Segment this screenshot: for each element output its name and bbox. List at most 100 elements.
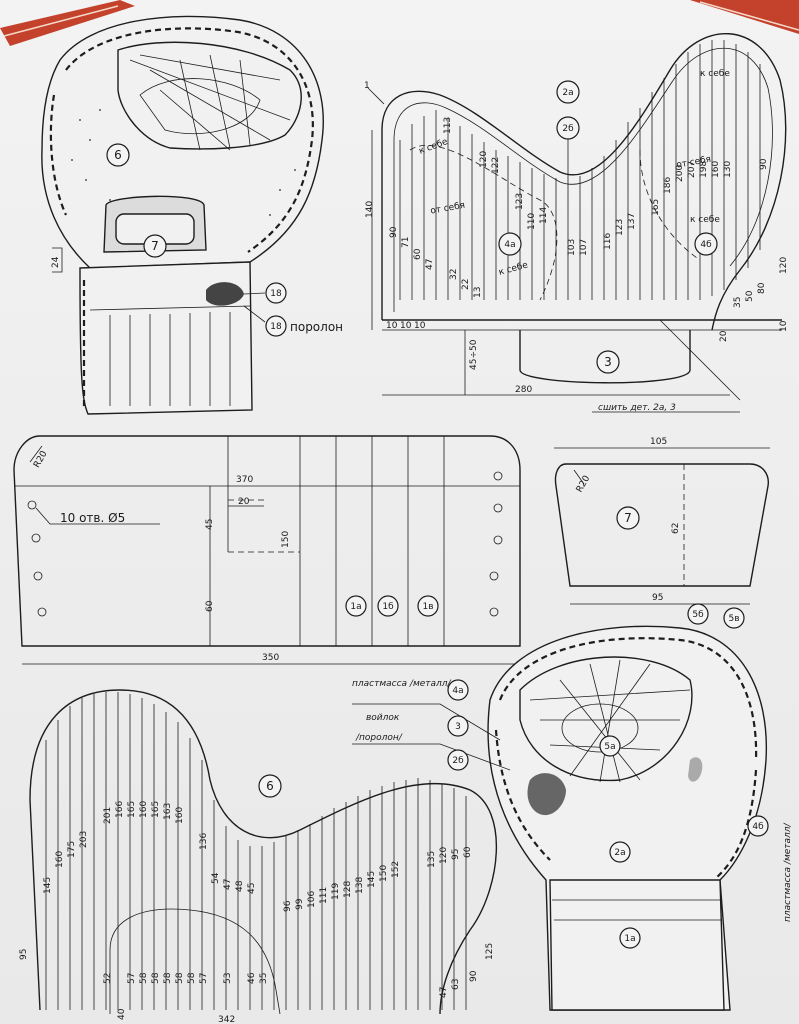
svg-text:152: 152 (391, 861, 401, 878)
part-3-label: 3 (604, 355, 612, 369)
svg-text:165: 165 (651, 199, 661, 216)
part-1a-label: 1а (350, 602, 361, 612)
bg-part-3-bubble (447, 715, 469, 737)
svg-text:136: 136 (199, 833, 209, 850)
part-1a-bubble (345, 595, 367, 617)
thumb-part-7: 7 (624, 511, 632, 525)
svg-text:35: 35 (733, 297, 743, 308)
svg-text:160: 160 (711, 161, 721, 178)
bg-part-5a: 5а (604, 742, 615, 752)
top-pattern: 3 280 140 45÷50 10 10 10 10 20 120 1 90 … (364, 33, 789, 413)
cuff-r20: R20 (32, 449, 50, 470)
sew-note: сшить дет. 2а, 3 (598, 403, 676, 413)
svg-text:47: 47 (223, 879, 233, 890)
bottom-glove-illustration: пластмасса /металл/ войлок /поролон/ 4а … (352, 603, 793, 1011)
svg-text:54: 54 (211, 872, 221, 884)
svg-text:207: 207 (687, 161, 697, 178)
dim-24-label: 24 (51, 256, 61, 268)
bg-part-2a: 2а (614, 848, 625, 858)
svg-text:57: 57 (127, 973, 137, 984)
svg-text:145: 145 (367, 871, 377, 888)
bg-part-2b-bubble (447, 749, 469, 771)
svg-text:186: 186 (663, 177, 673, 194)
part-4b-bubble (694, 232, 718, 256)
bg-part-4a: 4а (452, 686, 463, 696)
svg-text:106: 106 (307, 891, 317, 908)
foam-label: поролон (290, 320, 343, 334)
bg-part-1a-bubble (619, 927, 641, 949)
svg-text:200: 200 (675, 165, 685, 182)
svg-text:71: 71 (401, 237, 411, 248)
svg-text:90: 90 (759, 158, 769, 170)
part-1v-label: 1в (422, 602, 433, 612)
bg-part-5v-bubble (723, 607, 745, 629)
svg-text:58: 58 (139, 972, 149, 984)
part-1b-label: 1б (382, 602, 394, 612)
dim-95-bottom: 95 (19, 949, 29, 960)
svg-text:198: 198 (699, 161, 709, 178)
svg-text:53: 53 (223, 973, 233, 984)
svg-text:60: 60 (413, 248, 423, 260)
bg-part-4b: 4б (752, 822, 764, 832)
dim-62: 62 (671, 523, 681, 534)
svg-text:48: 48 (235, 880, 245, 892)
svg-text:130: 130 (723, 161, 733, 178)
svg-text:103: 103 (567, 239, 577, 256)
svg-text:96: 96 (283, 900, 293, 912)
part-6-label: 6 (114, 148, 122, 162)
dim-370: 370 (236, 475, 253, 485)
dim-150: 150 (281, 531, 291, 548)
bg-part-2a-bubble (609, 841, 631, 863)
bottom-rib-values-top: 145 160 175 203 201 166 165 160 165 163 … (43, 801, 473, 912)
svg-text:50: 50 (745, 290, 755, 302)
bg-part-5v: 5в (728, 614, 739, 624)
svg-text:58: 58 (187, 972, 197, 984)
svg-text:99: 99 (295, 898, 305, 910)
svg-text:57: 57 (199, 973, 209, 984)
part-18a-label: 18 (270, 289, 282, 299)
svg-text:63: 63 (451, 979, 461, 990)
svg-text:160: 160 (139, 801, 149, 818)
cuff-pattern: R20 370 20 10 отв. Ø5 45 60 150 350 1а 1… (13, 435, 521, 665)
bottom-pattern: 6 95 40 342 145 160 175 203 201 166 165 … (19, 689, 497, 1024)
dim-20: 20 (238, 497, 250, 507)
svg-text:13: 13 (473, 287, 483, 298)
bg-part-4b-bubble (747, 815, 769, 837)
thumb-r20: R20 (575, 474, 593, 495)
part-4b-label: 4б (700, 240, 712, 250)
svg-text:114: 114 (539, 207, 549, 224)
svg-text:123: 123 (515, 193, 525, 210)
bg-part-1a: 1а (624, 934, 635, 944)
svg-text:80: 80 (757, 282, 767, 294)
bg-part-5a-bubble (599, 735, 621, 757)
rib-values-mid: 110 114 123 122 120 113 103 107 116 123 … (443, 117, 685, 256)
svg-text:95: 95 (451, 849, 461, 860)
svg-text:150: 150 (379, 865, 389, 882)
label-k-sebe-4: к себе (498, 260, 530, 278)
dim-280: 280 (515, 385, 532, 395)
bottom-part-6: 6 (266, 779, 274, 793)
svg-text:46: 46 (247, 972, 257, 984)
svg-text:116: 116 (603, 233, 613, 250)
part-1b-bubble (377, 595, 399, 617)
label-k-sebe-3: к себе (690, 215, 720, 225)
dim-40-bottom: 40 (117, 1008, 127, 1020)
thumb-pattern: 105 R20 7 62 95 (554, 437, 770, 605)
svg-text:122: 122 (491, 157, 501, 174)
part-6-bubble (106, 143, 130, 167)
svg-text:123: 123 (615, 219, 625, 236)
part-6-bubble-b (258, 774, 282, 798)
svg-text:113: 113 (443, 117, 453, 134)
dim-20: 20 (719, 330, 729, 342)
svg-text:111: 111 (319, 887, 329, 904)
mark-1: 1 (364, 81, 370, 91)
note-foam: /поролон/ (355, 733, 403, 743)
svg-text:120: 120 (479, 151, 489, 168)
dim-10c: 10 (414, 321, 426, 331)
svg-text:125: 125 (485, 943, 495, 960)
part-18b-label: 18 (270, 322, 282, 332)
svg-text:45: 45 (247, 883, 257, 894)
part-18a-bubble (265, 282, 287, 304)
svg-text:107: 107 (579, 239, 589, 256)
